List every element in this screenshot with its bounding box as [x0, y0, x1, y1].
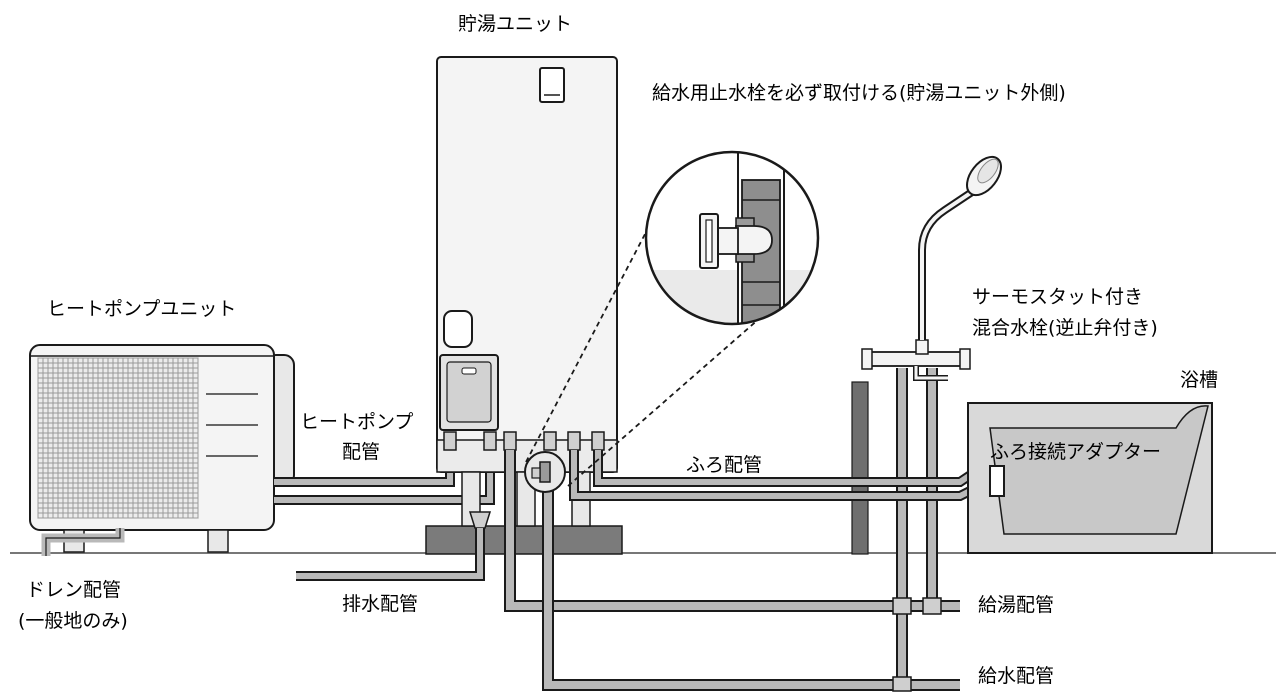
thermostat-faucet-label-2: 混合水栓(逆止弁付き)	[972, 317, 1158, 339]
shower-hose	[918, 186, 978, 340]
bathtub-label: 浴槽	[1180, 369, 1219, 391]
zoom-leader-lines	[525, 189, 793, 487]
faucet-riser-pipes	[892, 368, 942, 692]
storage-unit	[436, 56, 618, 527]
stop-valve	[524, 451, 566, 493]
thermostat-faucet-label-1: サーモスタット付き	[972, 286, 1144, 308]
bath-pipe-label: ふろ配管	[686, 454, 763, 476]
storage-unit-label: 貯湯ユニット	[458, 13, 573, 35]
drain-pipe-label-1: ドレン配管	[26, 579, 122, 601]
bath-adapter-label: ふろ接続アダプター	[990, 441, 1162, 463]
hot-supply-pipe-label: 給湯配管	[978, 594, 1055, 616]
shower-head-icon	[966, 155, 1002, 197]
bath-adapter-icon	[989, 465, 1005, 497]
bathtub	[967, 402, 1213, 554]
waste-pipe-label: 排水配管	[342, 593, 419, 615]
stop-valve-zoom	[644, 150, 820, 326]
drain-pipe-label-2: (一般地のみ)	[18, 610, 128, 632]
unit-base	[425, 525, 623, 555]
heat-pump-unit	[29, 344, 295, 556]
waste-pipe	[296, 511, 492, 581]
fan-grille-icon	[37, 357, 199, 519]
water-supply-pipe	[542, 480, 960, 691]
heat-pump-pipe-label-1: ヒートポンプ	[300, 411, 414, 433]
hot-supply-pipe	[504, 450, 960, 612]
wall	[851, 381, 869, 555]
heat-pump-pipe-label-2: 配管	[342, 441, 381, 463]
stop-valve-note: 給水用止水栓を必ず取付ける(貯湯ユニット外側)	[652, 82, 1066, 104]
heat-pump-unit-label: ヒートポンプユニット	[47, 298, 237, 320]
water-supply-pipe-label: 給水配管	[978, 665, 1055, 687]
mixing-faucet	[861, 155, 1002, 381]
